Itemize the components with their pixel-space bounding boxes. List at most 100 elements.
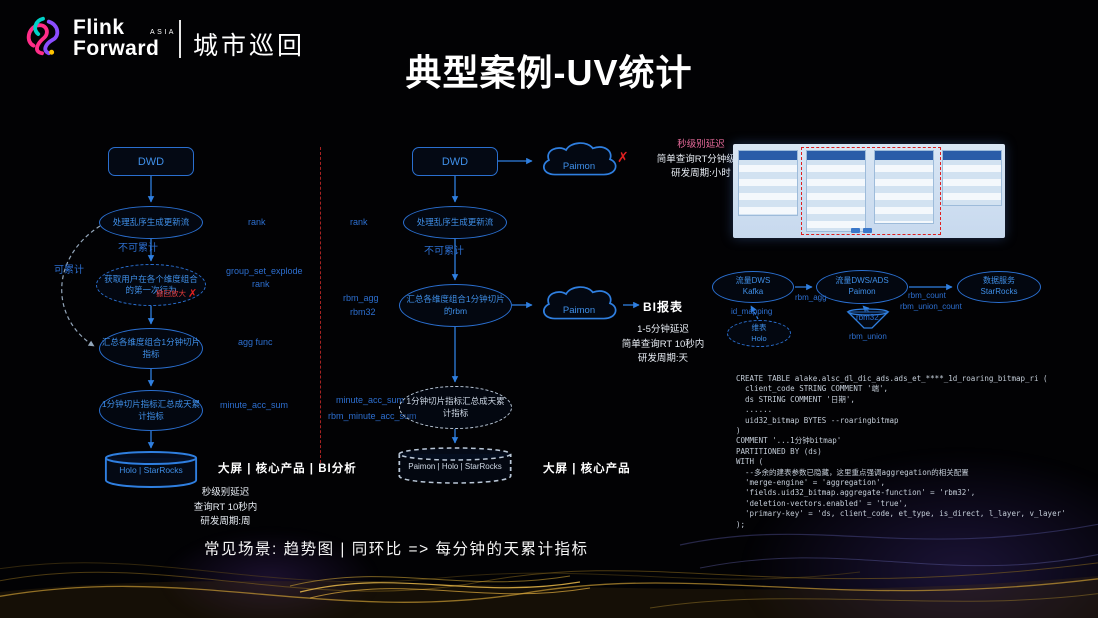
mid-latency-note: 1-5分钟延迟简单查询RT 10秒内研发周期:天 — [621, 324, 705, 365]
cloud-shape — [542, 286, 617, 320]
screenshot-table-4 — [942, 150, 1002, 206]
mid-step2-line1: 汇总各维度组合1分钟切片 — [406, 294, 505, 305]
screenshot-table-1 — [738, 150, 798, 216]
right-source-line1: 流量DWS — [735, 276, 771, 286]
screenshot-table-header — [807, 151, 865, 160]
cylinder-shape — [104, 451, 198, 489]
materialized-view-screenshot — [733, 144, 1005, 238]
mid-dwd-label: DWD — [441, 155, 469, 168]
mid-rbm-agg-label: rbm_agg — [343, 293, 379, 303]
flink-forward-logo-icon — [26, 16, 60, 56]
pager-dot — [863, 228, 872, 233]
city-tour-label: 城市巡回 — [193, 32, 306, 60]
screenshot-table-2 — [806, 150, 866, 232]
left-sink-label: Holo | StarRocks — [119, 465, 183, 475]
right-dim-table-node: 维表 Holo — [727, 320, 791, 347]
left-warning-text: 撤回放大 — [156, 289, 186, 298]
mid-not-accumulable-label: 不可累计 — [424, 246, 464, 257]
mid-step2-node: 汇总各维度组合1分钟切片 的rbm — [399, 284, 512, 327]
left-minute-acc-sum-label: minute_acc_sum — [220, 400, 289, 410]
left-step4-node: 1分钟切片指标汇总成天累 计指标 — [99, 390, 203, 431]
left-group-label-line2: rank — [252, 278, 270, 289]
mid-step3-line1: 1分钟切片指标汇总成天累 — [406, 396, 505, 407]
logo-brand-line2: Forward — [73, 37, 160, 60]
left-step1-node: 处理乱序生成更新流 — [99, 206, 203, 239]
mid-usage-label: 大屏 | 核心产品 — [543, 463, 631, 475]
left-step3-line2: 指标 — [142, 348, 160, 359]
left-metrics-note: 秒级别延迟查询RT 10秒内研发周期:周 — [193, 487, 258, 528]
right-rbm-union-count-label: rbm_union_count — [900, 302, 962, 311]
logo-brand-line1: Flink — [73, 16, 125, 39]
left-step4-line1: 1分钟切片指标汇总成天累 — [101, 399, 201, 410]
left-warning-x-icon: ✗ — [188, 288, 198, 300]
cylinder-shape — [398, 447, 512, 484]
mid-step3-line2: 计指标 — [442, 407, 469, 418]
left-rank-label: rank — [248, 217, 266, 227]
right-source-node: 流量DWS Kafka — [712, 271, 794, 303]
left-step3-line1: 汇总各维度组合1分钟切片 — [101, 337, 201, 348]
right-id-mapping-label: id_mapping — [731, 307, 773, 316]
mid-top-note: 秒级别延迟 简单查询RT分钟级别研发周期:小时 — [630, 138, 772, 182]
left-step3-node: 汇总各维度组合1分钟切片 指标 — [99, 328, 203, 369]
bottom-scenario-note: 常见场景: 趋势图 | 同环比 => 每分钟的天累计指标 — [204, 541, 589, 558]
right-serving-line1: 数据服务 — [983, 276, 1015, 286]
screenshot-table-3 — [874, 150, 934, 224]
mid-step1-node: 处理乱序生成更新流 — [403, 206, 507, 239]
mid-minute-acc-sum-label: minute_acc_sum — [336, 395, 405, 405]
mid-rbm32-label: rbm32 — [350, 307, 376, 317]
left-step2-line2: 的第一次行为 — [125, 285, 177, 295]
mid-step3-node: 1分钟切片指标汇总成天累 计指标 — [399, 386, 512, 429]
screenshot-highlight-box — [801, 147, 941, 235]
screenshot-table-header — [739, 151, 797, 160]
left-step2-line1: 获取用户在各个维度组合 — [104, 273, 198, 284]
right-dim-line1: 维表 — [751, 323, 767, 333]
latency-x-icon: ✗ — [617, 149, 629, 165]
left-agg-func-label: agg func — [238, 337, 273, 347]
right-serving-line2: StarRocks — [980, 287, 1018, 296]
mid-step1-label: 处理乱序生成更新流 — [416, 216, 494, 227]
mid-paimon-mid-cloud: Paimon — [536, 283, 622, 327]
mid-paimon-top-label: Paimon — [562, 161, 596, 172]
mid-dwd-node: DWD — [412, 147, 498, 176]
left-step4-line2: 计指标 — [138, 410, 164, 421]
left-sink-cylinder: Holo | StarRocks — [104, 450, 198, 489]
section-divider — [320, 147, 321, 463]
mid-top-note-lines: 简单查询RT分钟级别研发周期:小时 — [656, 153, 746, 180]
mid-paimon-mid-label: Paimon — [562, 305, 596, 316]
right-paimon-node: 流量DWS/ADS Paimon — [816, 270, 908, 304]
right-serving-node: 数据服务 StarRocks — [957, 271, 1041, 303]
mid-sink-label: Paimon | Holo | StarRocks — [408, 462, 502, 471]
left-dwd-node: DWD — [108, 147, 194, 176]
right-dim-line2: Holo — [751, 333, 767, 343]
left-dwd-label: DWD — [137, 155, 165, 168]
right-rbm-union-label: rbm_union — [849, 332, 887, 341]
create-table-sql: CREATE TABLE alake.alsc_dl_dic_ads.ads_e… — [736, 374, 1066, 529]
logo-asia-label: ASIA — [150, 29, 176, 36]
left-step2-node: 获取用户在各个维度组合 的第一次行为 — [96, 264, 206, 306]
mid-step2-line2: 的rbm — [443, 305, 468, 316]
left-retraction-warning: 撤回放大 ✗ — [156, 287, 197, 300]
left-group-label-line1: group_set_explode — [226, 266, 303, 276]
right-paimon-line1: 流量DWS/ADS — [835, 276, 889, 286]
left-group-set-explode-label: group_set_explode rank — [226, 265, 303, 290]
left-not-accumulable-label: 不可累计 — [118, 243, 158, 254]
page-title: 典型案例-UV统计 — [405, 52, 693, 93]
mid-rank-label: rank — [350, 217, 368, 227]
header-divider — [179, 20, 181, 58]
right-source-line2: Kafka — [742, 287, 764, 296]
right-rbm-agg-label: rbm_agg — [795, 293, 827, 302]
mid-rbm-minute-acc-sum-label: rbm_minute_acc_sum — [328, 411, 417, 421]
right-rbm-count-label: rbm_count — [908, 291, 946, 300]
right-rbm32-label: rbm32 — [856, 313, 879, 322]
screenshot-table-header — [943, 151, 1001, 160]
screenshot-table-header — [875, 151, 933, 160]
left-step1-label: 处理乱序生成更新流 — [112, 216, 190, 227]
mid-paimon-top-cloud: Paimon — [536, 139, 622, 183]
screenshot-pager — [851, 228, 872, 233]
left-accumulable-label: 可累计 — [54, 265, 84, 276]
left-usage-label: 大屏 | 核心产品 | BI分析 — [218, 463, 357, 475]
mid-top-note-highlight: 秒级别延迟 — [677, 139, 725, 150]
right-paimon-line2: Paimon — [848, 287, 876, 296]
bi-report-label: BI报表 — [643, 300, 684, 314]
